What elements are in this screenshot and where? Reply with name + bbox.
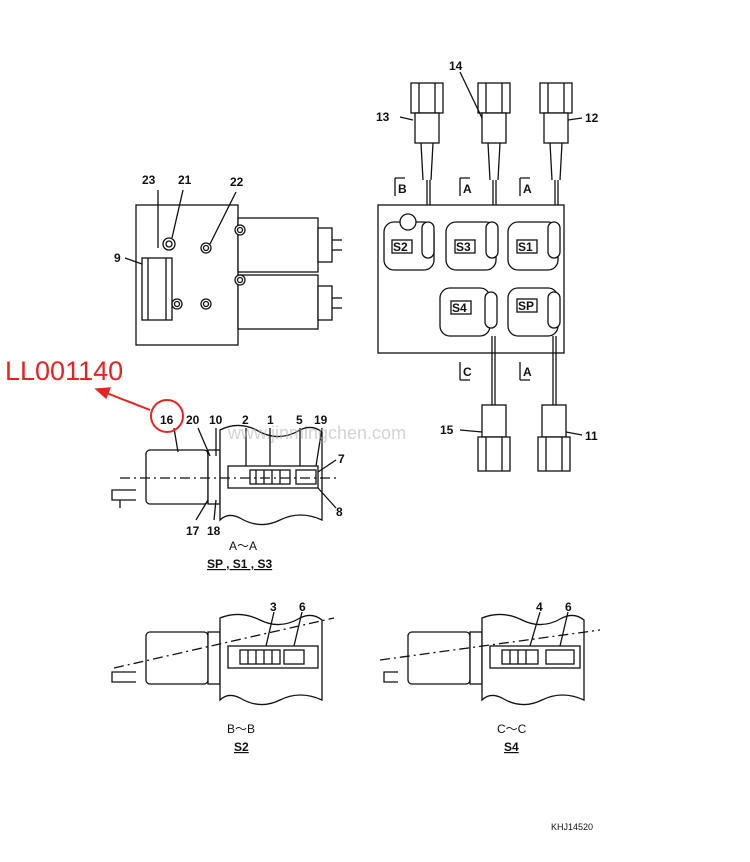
part-21: 21 xyxy=(178,173,192,187)
drawing-code: KHJ14520 xyxy=(551,822,593,832)
part-1: 1 xyxy=(267,413,274,427)
part-6-bb: 6 xyxy=(299,600,306,614)
part-9: 9 xyxy=(114,251,121,265)
part-16: 16 xyxy=(160,413,174,427)
valve-block-plan xyxy=(377,204,565,405)
labels: LL001140 www.jinmingchen.com KHJ14520 S2… xyxy=(5,59,599,832)
caption-bb-sub: S2 xyxy=(234,740,249,754)
part-19: 19 xyxy=(314,413,328,427)
part-11: 11 xyxy=(585,429,598,443)
part-5: 5 xyxy=(296,413,303,427)
section-mark-a2: A xyxy=(523,182,532,196)
side-view-block xyxy=(124,189,342,346)
valve-label-s1: S1 xyxy=(518,240,533,254)
section-mark-c: C xyxy=(463,365,472,379)
part-10: 10 xyxy=(209,413,223,427)
part-2: 2 xyxy=(242,413,249,427)
section-mark-arrows xyxy=(394,177,530,381)
section-mark-a1: A xyxy=(463,182,472,196)
valve-label-s2: S2 xyxy=(393,240,408,254)
caption-aa-title: A～A xyxy=(229,539,257,553)
part-18: 18 xyxy=(207,524,221,538)
part-7: 7 xyxy=(338,452,345,466)
part-22: 22 xyxy=(230,175,244,189)
part-13: 13 xyxy=(376,110,390,124)
caption-cc-title: C～C xyxy=(497,722,527,736)
top-connectors xyxy=(399,71,583,205)
part-14: 14 xyxy=(449,59,463,73)
part-17: 17 xyxy=(186,524,200,538)
section-cc-drawing xyxy=(379,611,601,706)
part-8: 8 xyxy=(336,505,343,519)
part-3-bb: 3 xyxy=(270,600,277,614)
valve-label-sp: SP xyxy=(518,299,534,313)
red-callout xyxy=(94,387,184,433)
part-6-cc: 6 xyxy=(565,600,572,614)
caption-bb-title: B～B xyxy=(227,722,255,736)
section-mark-b: B xyxy=(398,182,407,196)
callout-code: LL001140 xyxy=(5,356,123,386)
valve-label-s3: S3 xyxy=(456,240,471,254)
caption-cc-sub: S4 xyxy=(504,740,519,754)
section-mark-a3: A xyxy=(523,365,532,379)
watermark: www.jinmingchen.com xyxy=(227,423,406,443)
section-aa-drawing xyxy=(111,424,340,526)
part-15: 15 xyxy=(440,423,454,437)
caption-aa-sub: SP , S1 , S3 xyxy=(207,557,272,571)
part-4-cc: 4 xyxy=(536,600,543,614)
part-12: 12 xyxy=(585,111,599,125)
part-23: 23 xyxy=(142,173,156,187)
valve-label-s4: S4 xyxy=(452,301,467,315)
part-20: 20 xyxy=(186,413,200,427)
bottom-connectors xyxy=(459,404,583,472)
section-bb-drawing xyxy=(111,611,335,706)
